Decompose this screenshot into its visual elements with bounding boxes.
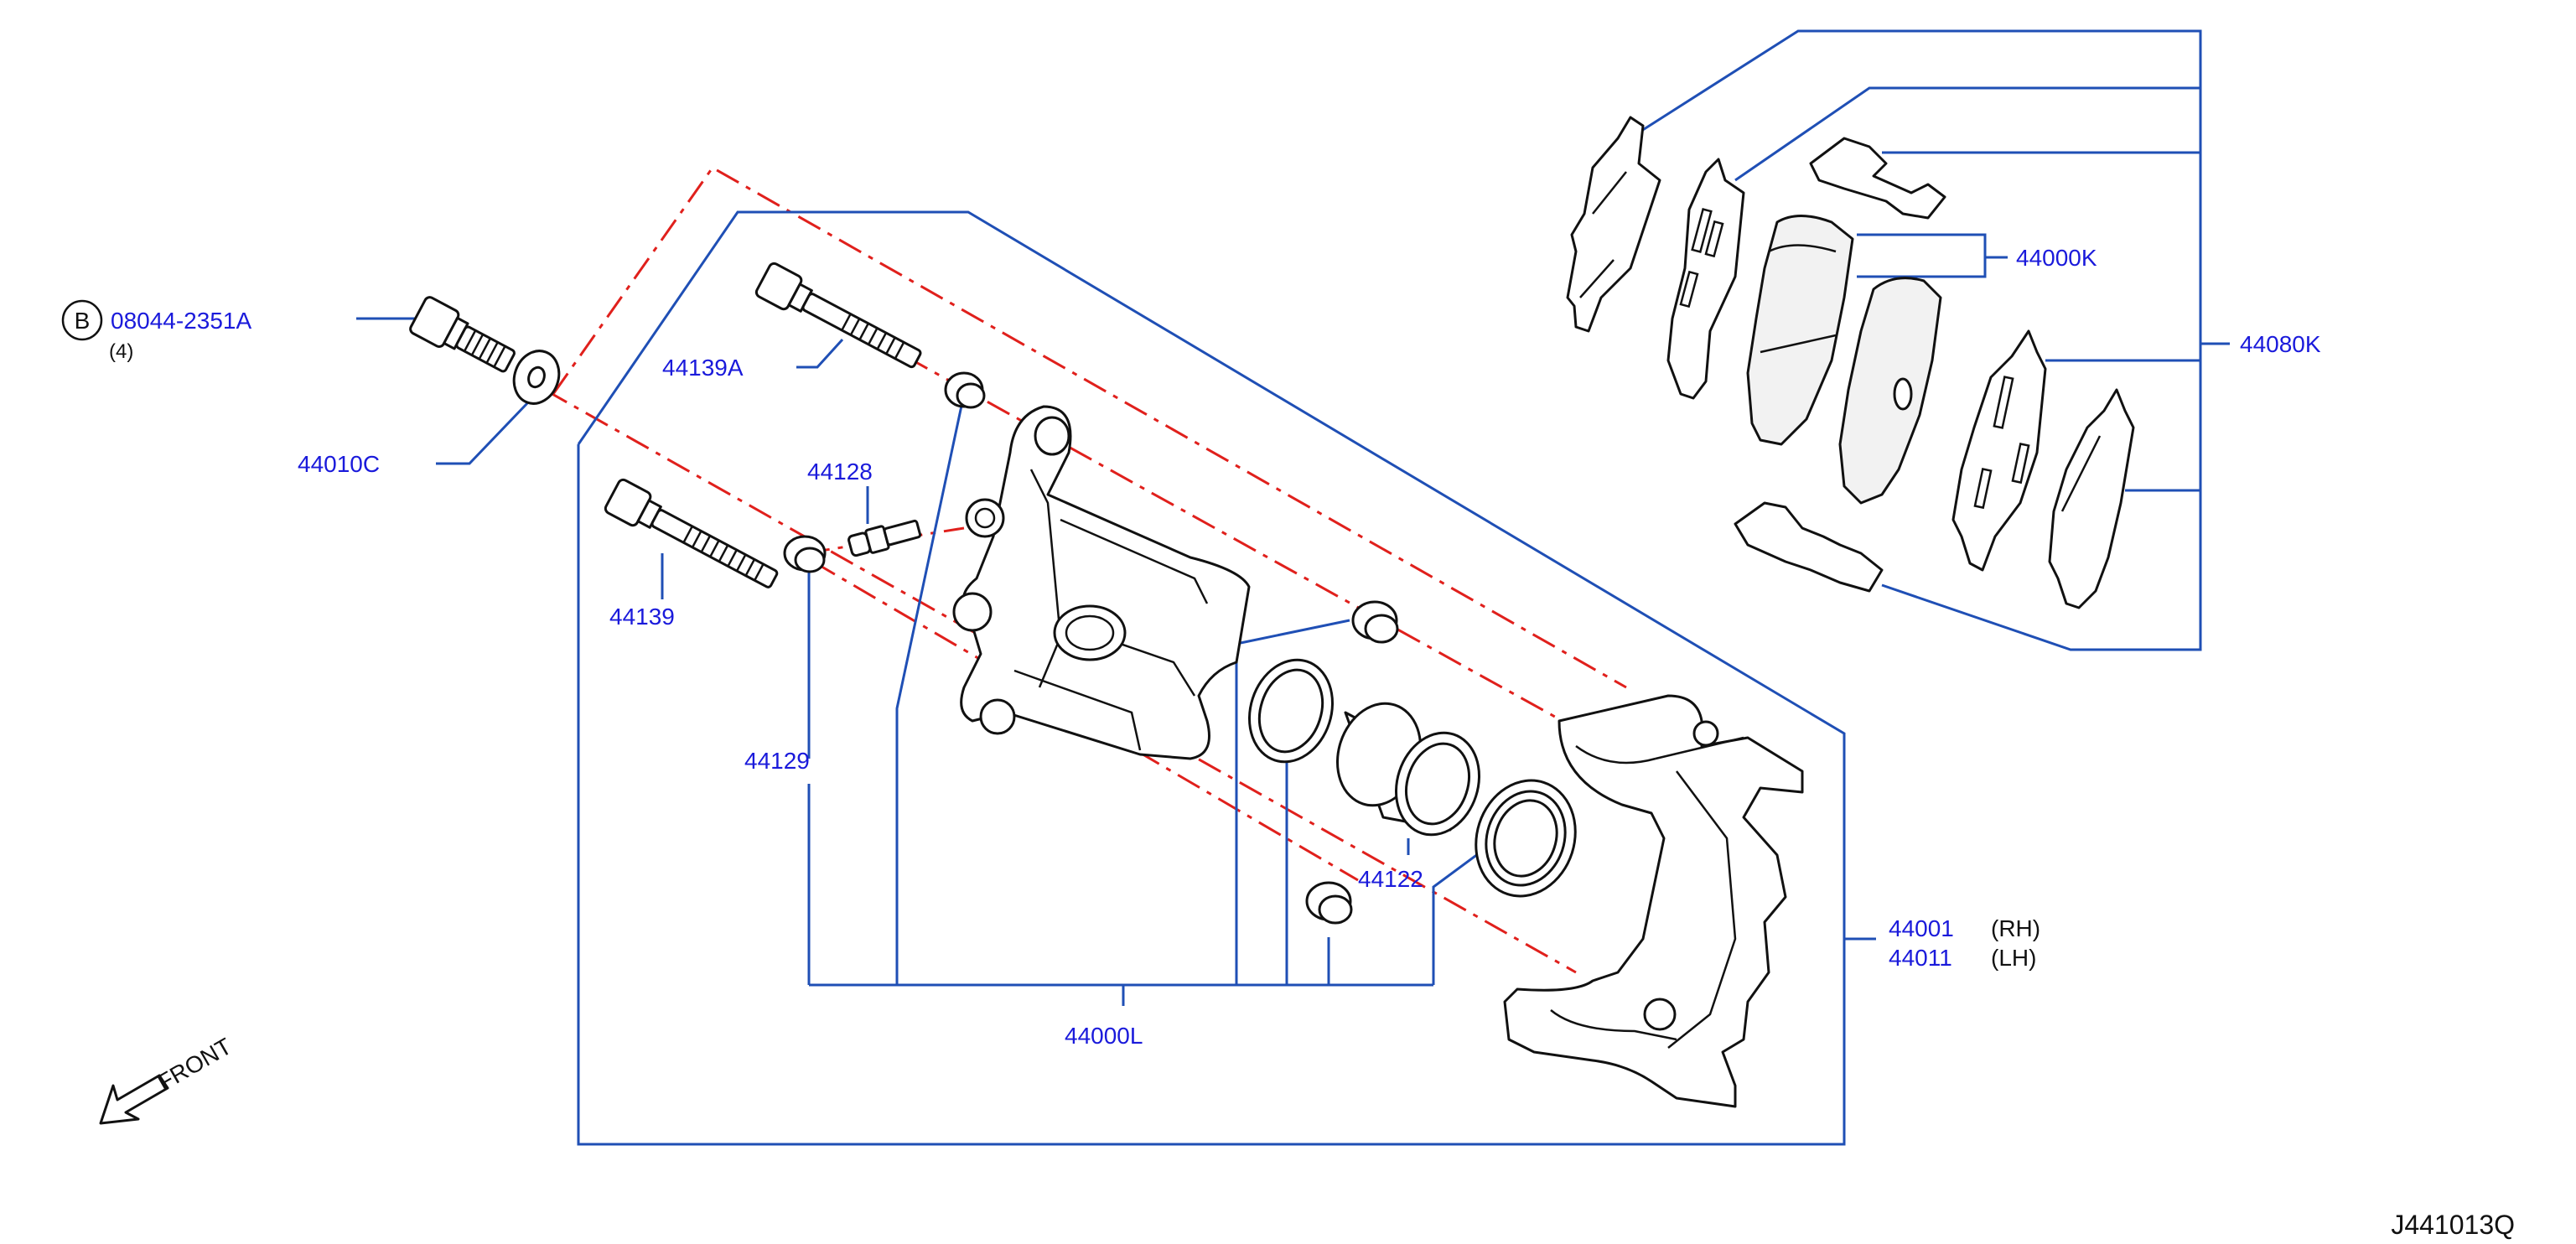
pad-shim-outer-2: [1666, 158, 1745, 400]
label-front: FRONT: [153, 1033, 236, 1096]
washer-44010c: [512, 350, 561, 405]
pin-boot-44129-d: [1305, 881, 1353, 925]
label-44000k: 44000K: [2016, 245, 2097, 271]
caliper-housing: [952, 405, 1251, 760]
piston-44122: [1335, 702, 1481, 837]
piston-seal-ring: [1247, 658, 1335, 764]
pad-clip-upper: [1809, 137, 1946, 220]
label-44000l: 44000L: [1065, 1023, 1143, 1049]
bolt-symbol-letter: B: [75, 308, 91, 334]
bolt-symbol-circle: [61, 299, 103, 341]
label-lh: (LH): [1991, 945, 2036, 971]
callout-labels: B 08044-2351A (4) 44010C 44139A 44128 44…: [61, 245, 2515, 1240]
label-44139: 44139: [609, 604, 675, 630]
drawing-id: J441013Q: [2391, 1210, 2515, 1240]
pin-boot-44129-c: [1351, 600, 1399, 644]
brake-pad-inner: [1746, 215, 1854, 446]
front-direction-arrow: [99, 1074, 169, 1125]
label-44129: 44129: [744, 748, 810, 774]
pad-shim-inner-1: [1951, 329, 2047, 572]
guide-pin-bolt-44139a: [754, 262, 922, 369]
bleeder-screw-44128: [847, 519, 922, 557]
pad-clip-lower: [1734, 501, 1884, 593]
bolt-08044: [409, 296, 516, 373]
label-44122: 44122: [1358, 866, 1423, 892]
guide-pin-bolt-44139: [604, 478, 779, 588]
brake-pad-outer: [1838, 277, 1942, 505]
label-44139a: 44139A: [662, 355, 744, 381]
label-44001: 44001: [1889, 915, 1954, 941]
pad-shim-inner-2: [2048, 388, 2135, 609]
label-44010c: 44010C: [298, 451, 380, 477]
piston-dust-boot: [1475, 779, 1577, 898]
label-44011: 44011: [1889, 945, 1952, 971]
pin-boot-44129-b: [783, 535, 827, 573]
leader-lines: [356, 29, 2230, 1146]
pin-boot-44129-a: [944, 371, 986, 409]
label-44080k: 44080K: [2240, 331, 2321, 357]
label-rh: (RH): [1991, 915, 2040, 941]
label-44128: 44128: [807, 459, 873, 485]
pad-shim-outer-1: [1566, 116, 1661, 333]
caliper-bracket-44001-44011: [1503, 694, 1804, 1108]
label-bolt-qty: (4): [109, 340, 133, 363]
label-08044-2351a: 08044-2351A: [111, 308, 251, 334]
